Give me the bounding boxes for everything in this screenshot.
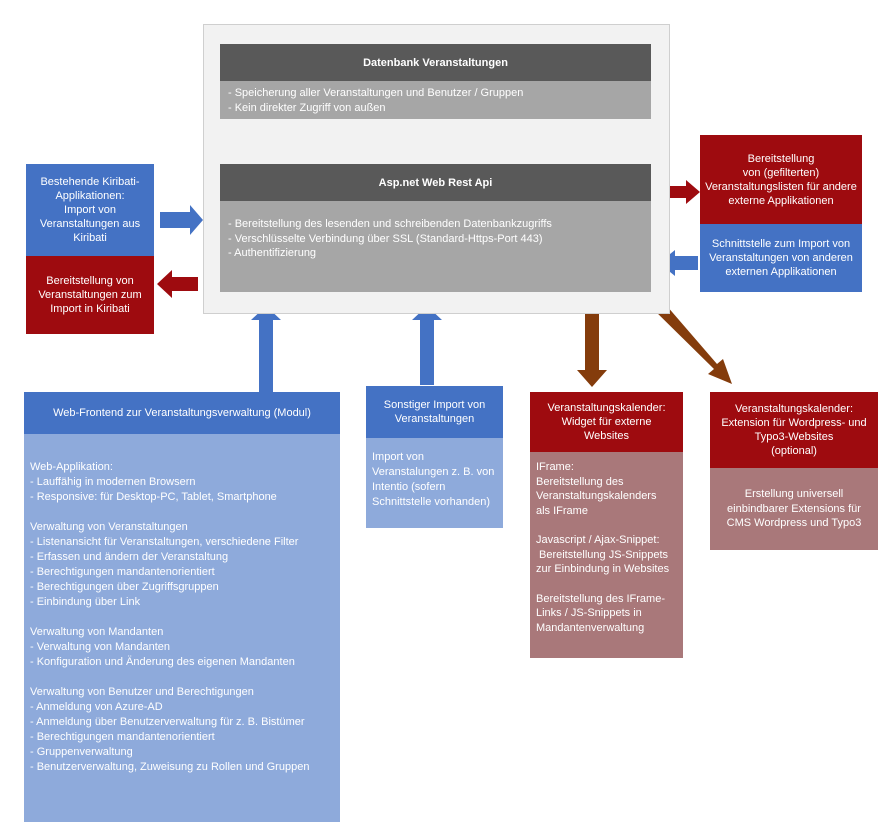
calendar-widget-line: Bereitstellung des — [536, 475, 624, 488]
calendar-widget-arrow — [577, 306, 607, 387]
database-title-text: Datenbank Veranstaltungen — [363, 56, 508, 69]
section-item: - Gruppenverwaltung — [30, 746, 133, 758]
kiribati-import-line: Applikationen: — [55, 190, 125, 202]
calendar-widget-title-line: Websites — [583, 430, 630, 442]
web-frontend-arrow — [251, 306, 281, 392]
database-description: - Speicherung aller Veranstaltungen und … — [220, 81, 651, 119]
other-import-arrow — [412, 306, 442, 385]
section-heading: Verwaltung von Benutzer und Berechtigung… — [30, 686, 254, 698]
api-description: - Bereitstellung des lesenden und schrei… — [220, 201, 651, 292]
web-frontend-body: Web-Applikation: - Lauffähig in modernen… — [24, 434, 340, 822]
calendar-widget-line: als IFrame — [536, 504, 588, 517]
api-title-text: Asp.net Web Rest Api — [378, 176, 493, 189]
external-import-line: externen Applikationen — [725, 266, 837, 278]
spacer — [30, 610, 334, 625]
other-import-line: Veranstalungen z. B. von — [372, 466, 495, 478]
section-item: - Berechtigungen mandantenorientiert — [30, 731, 215, 743]
kiribati-export-box: Bereitstellung von Veranstaltungen zum I… — [26, 256, 154, 334]
section-item: - Anmeldung über Benutzerverwaltung für … — [30, 716, 305, 728]
kiribati-import-line: Veranstaltungen aus — [39, 218, 141, 230]
kiribati-import-box: Bestehende Kiribati- Applikationen: Impo… — [26, 164, 154, 256]
other-import-title: Sonstiger Import von Veranstaltungen — [366, 386, 503, 438]
calendar-widget-title: Veranstaltungskalender: Widget für exter… — [530, 392, 683, 452]
calendar-extension-line: Erstellung universell — [744, 488, 844, 501]
database-title: Datenbank Veranstaltungen — [220, 44, 651, 81]
external-export-box: Bereitstellung von (gefilterten) Veranst… — [700, 135, 862, 224]
calendar-extension-title-line: Veranstaltungskalender: — [734, 403, 854, 415]
calendar-widget-title-line: Widget für externe — [561, 416, 652, 428]
section-item: - Verwaltung von Mandanten — [30, 641, 171, 653]
external-import-line: Veranstaltungen von anderen — [709, 252, 853, 264]
database-line: - Speicherung aller Veranstaltungen und … — [228, 87, 524, 99]
calendar-widget-line: Bereitstellung des IFrame- — [536, 592, 665, 605]
spacer — [30, 505, 334, 520]
kiribati-export-line: Bereitstellung von — [46, 275, 134, 287]
web-frontend-title-text: Web-Frontend zur Veranstaltungsverwaltun… — [53, 407, 311, 419]
spacer — [30, 670, 334, 685]
database-line: - Kein direkter Zugriff von außen — [228, 101, 386, 114]
calendar-extension-title-line: (optional) — [771, 445, 817, 457]
other-import-body: Import von Veranstalungen z. B. von Inte… — [366, 438, 503, 528]
section-item: - Listenansicht für Veranstaltungen, ver… — [30, 536, 299, 548]
kiribati-export-line: Import in Kiribati — [50, 303, 130, 315]
section-item: - Einbindung über Link — [30, 596, 141, 608]
kiribati-export-line: Veranstaltungen zum — [38, 289, 142, 301]
kiribati-import-line: Bestehende Kiribati- — [40, 176, 140, 188]
calendar-widget-line: Bereitstellung JS-Snippets — [539, 548, 669, 561]
calendar-extension-title-line: Extension für Wordpress- und — [721, 417, 867, 429]
other-import-line: Intentio (sofern — [372, 481, 446, 493]
kiribati-import-line: Kiribati — [73, 232, 107, 244]
section-heading: Verwaltung von Veranstaltungen — [30, 521, 188, 533]
calendar-widget-line: Mandantenverwaltung — [536, 621, 645, 634]
calendar-extension-title-line: Typo3-Websites — [754, 431, 834, 443]
other-import-title-line: Sonstiger Import von — [383, 399, 486, 411]
calendar-widget-line: Veranstaltungskalenders — [536, 490, 657, 502]
calendar-widget-body: IFrame: Bereitstellung des Veranstaltung… — [530, 452, 683, 658]
calendar-widget-line: Javascript / Ajax-Snippet: — [536, 534, 660, 546]
external-export-line: Veranstaltungslisten für andere — [705, 180, 857, 193]
external-export-line: externe Applikationen — [728, 194, 834, 207]
calendar-extension-line: CMS Wordpress und Typo3 — [726, 517, 862, 530]
calendar-extension-body: Erstellung universell einbindbarer Exten… — [710, 468, 878, 550]
external-export-line: von (gefilterten) — [742, 166, 820, 179]
section-item: - Berechtigungen über Zugriffsgruppen — [30, 581, 219, 593]
section-heading: Verwaltung von Mandanten — [30, 626, 164, 638]
section-item: - Benutzerverwaltung, Zuweisung zu Rolle… — [30, 761, 310, 773]
calendar-extension-arrow — [650, 298, 732, 384]
calendar-widget-title-line: Veranstaltungskalender: — [547, 402, 666, 414]
api-title: Asp.net Web Rest Api — [220, 164, 651, 201]
external-export-line: Bereitstellung — [747, 152, 815, 165]
spacer — [536, 518, 677, 533]
other-import-line: Schnittstelle vorhanden) — [372, 496, 491, 508]
section-heading: Web-Applikation: — [30, 461, 113, 473]
calendar-extension-title: Veranstaltungskalender: Extension für Wo… — [710, 392, 878, 468]
section-item: - Konfiguration und Änderung des eigenen… — [30, 656, 295, 668]
section-item: - Anmeldung von Azure-AD — [30, 701, 163, 713]
spacer — [536, 577, 677, 592]
external-import-line: Schnittstelle zum Import von — [711, 238, 851, 250]
section-item: - Responsive: für Desktop-PC, Tablet, Sm… — [30, 491, 277, 503]
other-import-title-line: Veranstaltungen — [394, 413, 475, 425]
section-item: - Berechtigungen mandantenorientiert — [30, 566, 215, 578]
kiribati-export-arrow — [157, 270, 198, 298]
external-import-box: Schnittstelle zum Import von Veranstaltu… — [700, 224, 862, 292]
calendar-extension-line: einbindbarer Extensions für — [727, 502, 861, 515]
calendar-widget-line: IFrame: — [536, 461, 574, 473]
api-line: - Authentifizierung — [228, 247, 317, 259]
api-line: - Verschlüsselte Verbindung über SSL (St… — [228, 232, 543, 245]
section-item: - Erfassen und ändern der Veranstaltung — [30, 551, 229, 563]
kiribati-import-line: Import von — [64, 204, 116, 216]
api-line: - Bereitstellung des lesenden und schrei… — [228, 218, 552, 230]
web-frontend-title: Web-Frontend zur Veranstaltungsverwaltun… — [24, 392, 340, 434]
kiribati-import-arrow — [160, 205, 203, 235]
other-import-line: Import von — [372, 451, 424, 463]
calendar-widget-line: Links / JS-Snippets in — [536, 607, 642, 619]
external-export-arrow — [660, 180, 700, 204]
calendar-widget-line: zur Einbindung in Websites — [536, 563, 670, 575]
section-item: - Lauffähig in modernen Browsern — [30, 476, 196, 488]
